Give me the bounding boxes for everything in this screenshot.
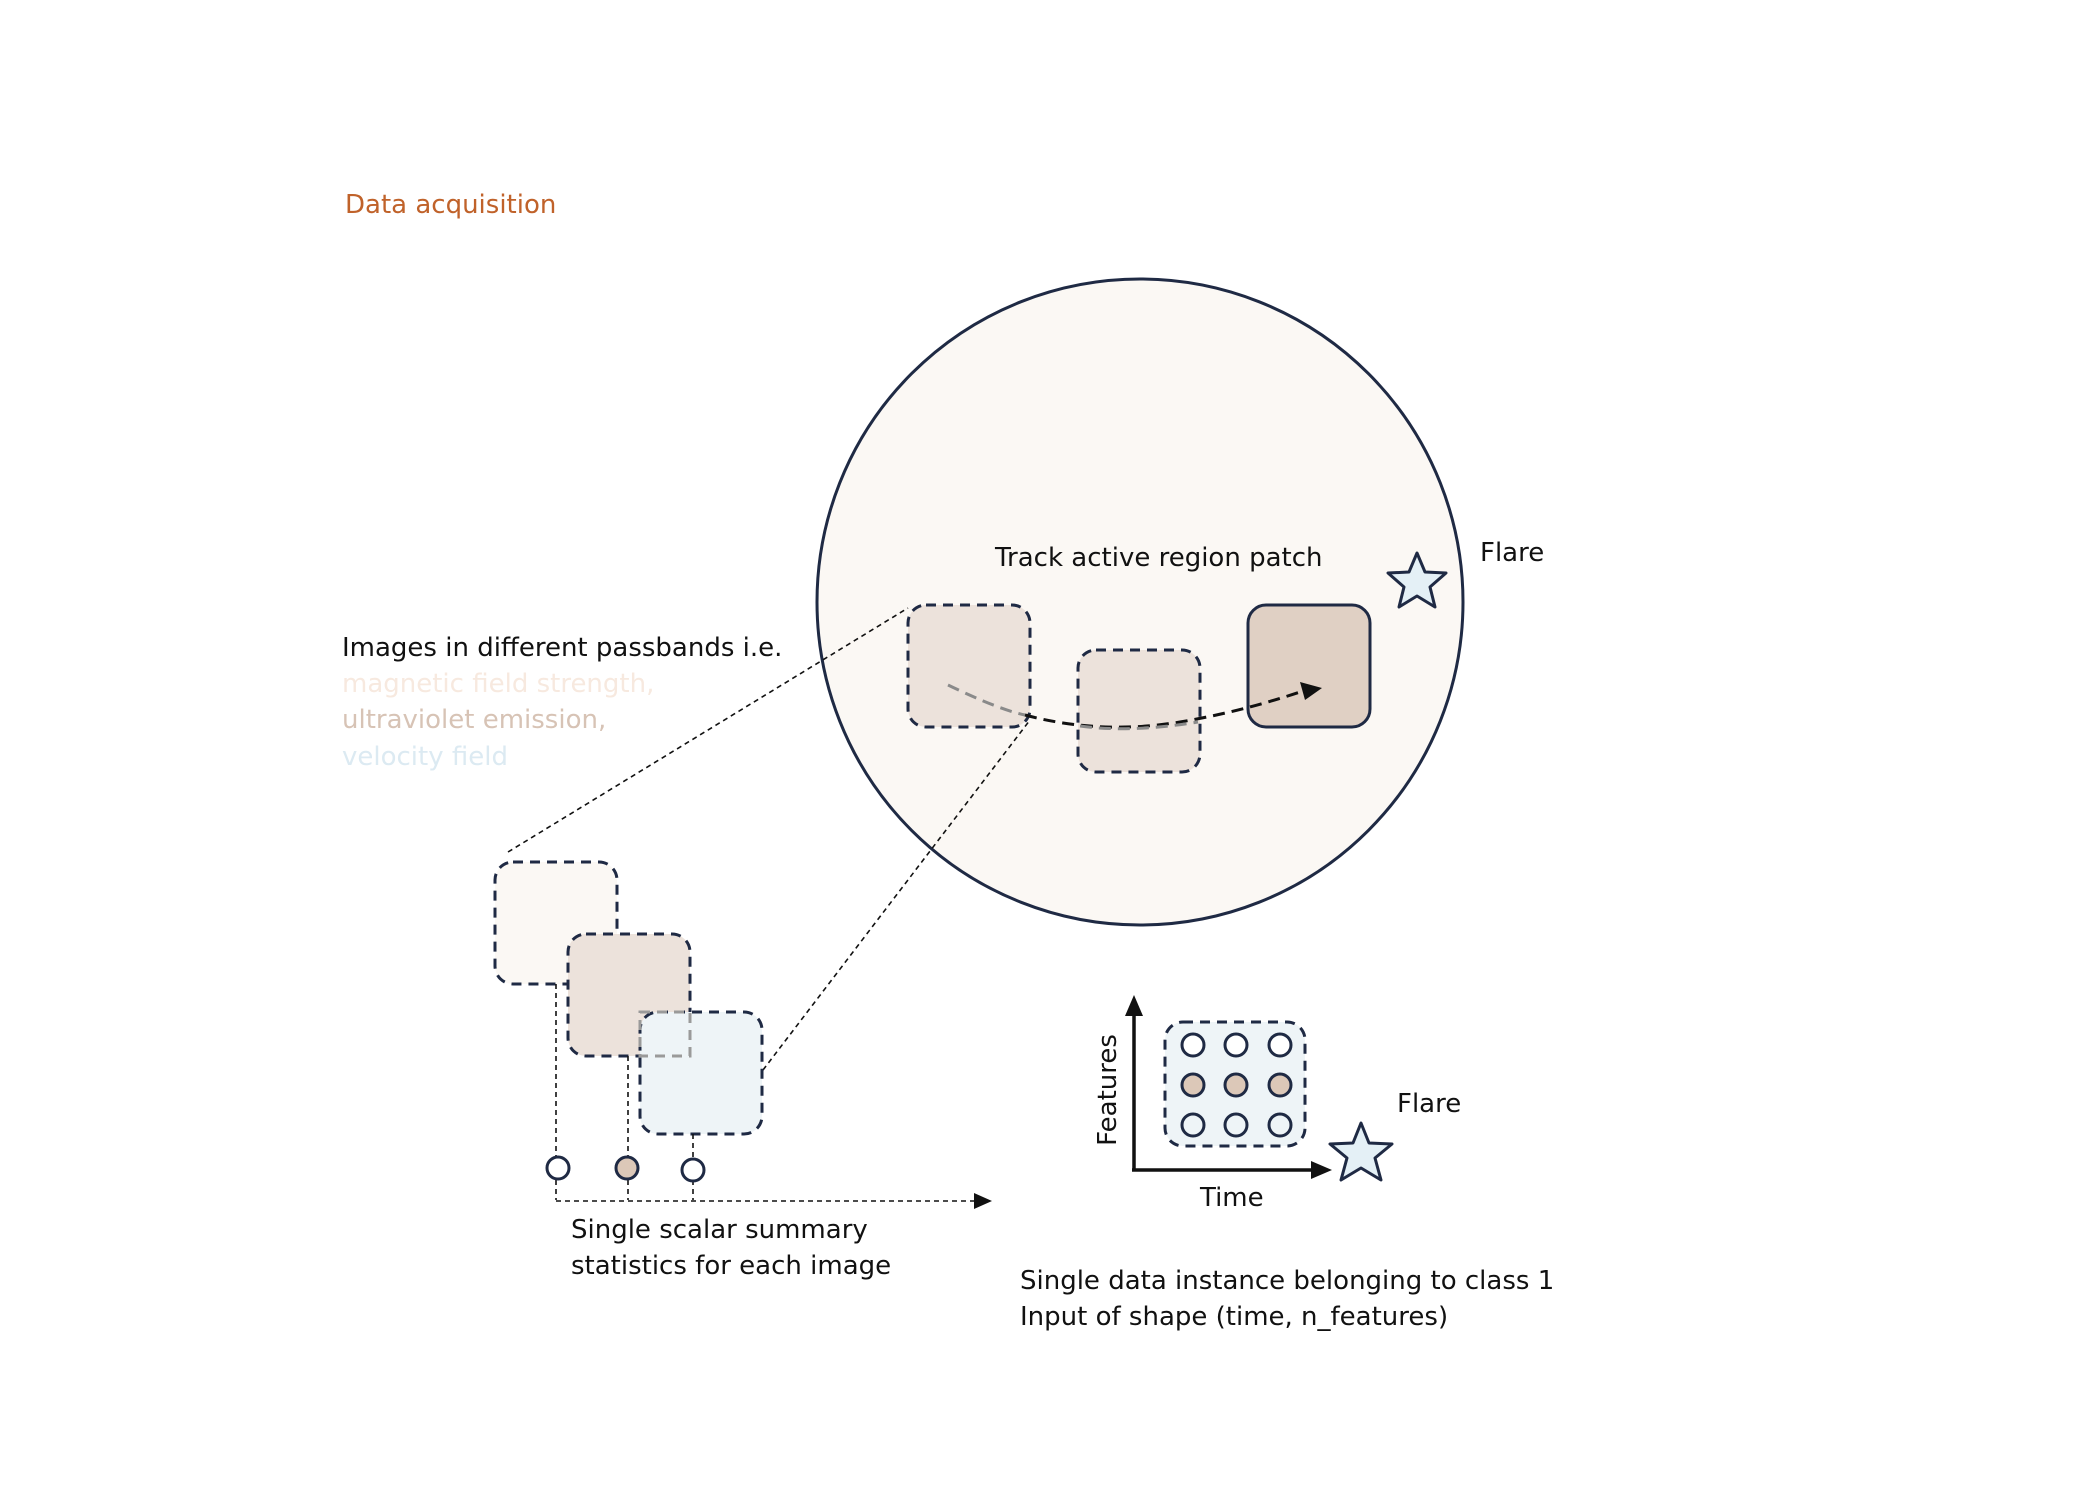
flare-star-icon <box>1386 551 1448 609</box>
feature-cell <box>1267 1032 1293 1058</box>
y-axis-label: Features <box>1092 1034 1123 1146</box>
sun-disk <box>815 277 1465 927</box>
patch-2 <box>1076 648 1202 774</box>
passband-label-magnetic: magnetic field strength, <box>342 669 655 699</box>
feature-cell <box>1180 1032 1206 1058</box>
track-label: Track active region patch <box>995 543 1323 573</box>
instance-line-2: Input of shape (time, n_features) <box>1020 1302 1449 1332</box>
scalar-circle-1 <box>545 1155 571 1181</box>
x-axis-arrowhead <box>1311 1161 1332 1179</box>
passbands-heading: Images in different passbands i.e. <box>342 633 783 663</box>
summary-arrowhead <box>974 1193 992 1209</box>
passband-label-uv: ultraviolet emission, <box>342 705 607 735</box>
instance-line-1: Single data instance belonging to class … <box>1020 1266 1555 1296</box>
projection-line-2 <box>762 719 1031 1071</box>
sun-flare-label: Flare <box>1480 538 1545 568</box>
passband-image-velocity-overlap <box>638 1010 692 1058</box>
axes-flare-label: Flare <box>1397 1089 1462 1119</box>
trajectory-arrowhead <box>1300 682 1322 700</box>
feature-cell <box>1223 1112 1249 1138</box>
y-axis-arrowhead <box>1125 995 1143 1016</box>
patch-3 <box>1246 603 1372 729</box>
feature-cell <box>1267 1112 1293 1138</box>
feature-cell <box>1267 1072 1293 1098</box>
trajectory-path <box>1024 690 1301 729</box>
patch-1 <box>906 603 1032 729</box>
feature-cell <box>1223 1072 1249 1098</box>
feature-cell <box>1223 1032 1249 1058</box>
scalar-circle-3 <box>680 1157 706 1183</box>
passband-image-velocity <box>638 1010 764 1136</box>
flare-star-icon-axes <box>1328 1121 1394 1182</box>
summary-line-2: statistics for each image <box>571 1251 892 1281</box>
passband-label-velocity: velocity field <box>342 742 508 772</box>
section-title: Data acquisition <box>345 190 557 220</box>
trajectory-faded-middle <box>1079 720 1199 731</box>
projection-line-1 <box>507 607 909 853</box>
x-axis-label: Time <box>1200 1183 1264 1213</box>
feature-grid <box>1180 1032 1293 1138</box>
scalar-circle-2 <box>614 1155 640 1181</box>
summary-line-1: Single scalar summary <box>571 1215 868 1245</box>
trajectory-faded <box>947 683 1026 717</box>
feature-cell <box>1180 1072 1206 1098</box>
feature-cell <box>1180 1112 1206 1138</box>
